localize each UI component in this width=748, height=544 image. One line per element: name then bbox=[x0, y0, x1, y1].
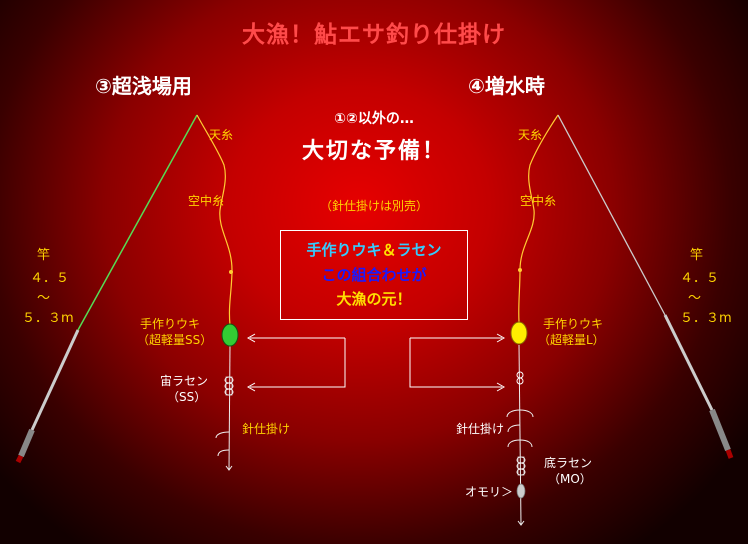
box-line-1: 手作りウキ＆ラセン bbox=[281, 243, 467, 258]
right-rod-len-2: ５．３m bbox=[680, 311, 732, 326]
left-float bbox=[221, 323, 239, 347]
left-rasen-label: 宙ラセン bbox=[160, 374, 209, 388]
right-line bbox=[506, 114, 559, 526]
box-line-1b: ＆ bbox=[381, 241, 397, 259]
right-sinker bbox=[516, 483, 526, 499]
center-headline: 大切な予備！ bbox=[301, 139, 446, 164]
left-heading: ③超浅場用 bbox=[95, 74, 192, 98]
right-uki-label: 手作りウキ bbox=[543, 317, 604, 331]
right-bracket-arrow bbox=[409, 333, 506, 392]
right-rod-len-1: ４．５ bbox=[680, 271, 720, 286]
highlight-box: 手作りウキ＆ラセン この組合わせが 大漁の元！ bbox=[280, 230, 468, 320]
left-rod-len-1: ４．５ bbox=[30, 271, 70, 286]
box-line-1c: ラセン bbox=[396, 241, 442, 259]
right-rasen-label: 底ラセン bbox=[544, 456, 593, 470]
box-line-3: 大漁の元！ bbox=[336, 290, 412, 308]
left-rod-len-2: ５．３m bbox=[22, 311, 74, 326]
left-hari-label: 針仕掛け bbox=[242, 422, 291, 436]
left-uki-sub: （超軽量SS） bbox=[137, 333, 213, 347]
left-line bbox=[196, 114, 239, 471]
right-kuchu-label: 空中糸 bbox=[520, 194, 557, 208]
left-rasen-sub: （SS） bbox=[167, 390, 207, 404]
left-bracket-arrow bbox=[246, 333, 346, 392]
right-hari-label: 針仕掛け bbox=[456, 422, 505, 436]
left-tenshi-label: 天糸 bbox=[209, 128, 234, 142]
left-kuchu-label: 空中糸 bbox=[188, 194, 225, 208]
center-lead: ①②以外の… bbox=[334, 111, 414, 127]
right-rod bbox=[557, 114, 734, 459]
box-line-2: この組合わせが bbox=[321, 266, 427, 284]
left-rod-tilde: ～ bbox=[37, 291, 51, 306]
right-heading: ④増水時 bbox=[468, 74, 545, 98]
box-line-1a: 手作りウキ bbox=[306, 241, 382, 259]
right-float bbox=[510, 321, 528, 345]
right-rod-tilde: ～ bbox=[688, 291, 702, 306]
right-rasen-sub: （MO） bbox=[548, 472, 592, 486]
page-title: 大漁！鮎エサ釣り仕掛け bbox=[242, 22, 506, 48]
right-upper-swivel bbox=[516, 371, 524, 385]
left-rod bbox=[15, 114, 198, 464]
center-note: （針仕掛けは別売） bbox=[319, 199, 428, 213]
right-uki-sub: （超軽量L） bbox=[538, 333, 605, 347]
left-rasen bbox=[224, 376, 234, 396]
right-rod-label: 竿 bbox=[690, 248, 704, 263]
left-rod-label: 竿 bbox=[37, 248, 51, 263]
right-rasen bbox=[516, 456, 526, 476]
right-omori-label: オモリ＞ bbox=[465, 485, 514, 499]
left-uki-label: 手作りウキ bbox=[140, 317, 201, 331]
right-tenshi-label: 天糸 bbox=[518, 128, 543, 142]
